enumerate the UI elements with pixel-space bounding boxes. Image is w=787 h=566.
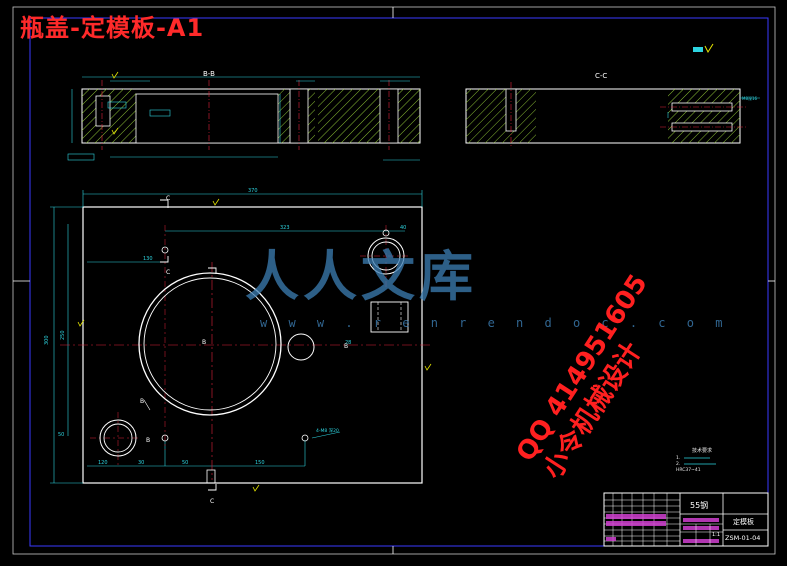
title-block-part-name: 定模板 bbox=[733, 517, 754, 526]
tech-line-3: HRC37~41 bbox=[676, 467, 701, 473]
title-block bbox=[603, 492, 769, 547]
label-c-mid: C bbox=[166, 269, 170, 276]
inner-frame bbox=[29, 17, 769, 547]
label-b-left: B bbox=[202, 339, 206, 346]
dim-bottom-c: 50 bbox=[182, 460, 188, 466]
tech-requirements: 技术要求 1. 2. HRC37~41 bbox=[676, 447, 716, 473]
plan-view bbox=[50, 190, 432, 492]
dim-overall-width: 370 bbox=[248, 188, 258, 194]
title-block-drawing-no: ZSM-01-04 bbox=[725, 534, 760, 542]
watermark-logo: 人人文库 bbox=[245, 244, 477, 308]
dim-bottom-a: 120 bbox=[98, 460, 108, 466]
section-bb-label: B-B bbox=[203, 70, 215, 78]
tech-heading: 技术要求 bbox=[692, 447, 712, 454]
tech-line-1: 1. bbox=[676, 455, 680, 461]
tech-line-2: 2. bbox=[676, 461, 680, 467]
dim-small-a: 50 bbox=[58, 432, 64, 438]
dim-hole-top: 40 bbox=[400, 225, 406, 231]
dim-bottom-b: 30 bbox=[138, 460, 144, 466]
watermark-url: w w w . r e n r e n d o c . c o m bbox=[260, 316, 730, 330]
dim-top-span: 323 bbox=[280, 225, 290, 231]
title-block-scale: 1:1 bbox=[712, 532, 720, 538]
label-c-bottom: C bbox=[210, 498, 214, 505]
outer-frame bbox=[12, 6, 776, 555]
roughness-mark-top bbox=[693, 43, 714, 54]
label-b-low: B bbox=[146, 437, 150, 444]
label-b-side: B bbox=[140, 398, 144, 405]
dim-left-height: 300 bbox=[44, 335, 50, 345]
dim-left-inner: 250 bbox=[60, 330, 66, 340]
section-cc-label: C-C bbox=[595, 72, 607, 80]
note-hole-2: M8深16 bbox=[742, 95, 758, 101]
label-b-right: B bbox=[344, 343, 348, 350]
dim-small-b: 28 bbox=[345, 340, 351, 346]
dim-hole-span: 130 bbox=[143, 256, 153, 262]
drawing-title: 瓶盖-定模板-A1 bbox=[20, 14, 205, 42]
dim-bottom-d: 150 bbox=[255, 460, 265, 466]
note-hole: 4-M8 深20 bbox=[316, 427, 339, 434]
section-cc-view bbox=[465, 82, 760, 146]
title-block-material: 55钢 bbox=[690, 500, 708, 510]
label-c-top: C bbox=[166, 195, 170, 202]
section-bb-view bbox=[67, 71, 421, 161]
